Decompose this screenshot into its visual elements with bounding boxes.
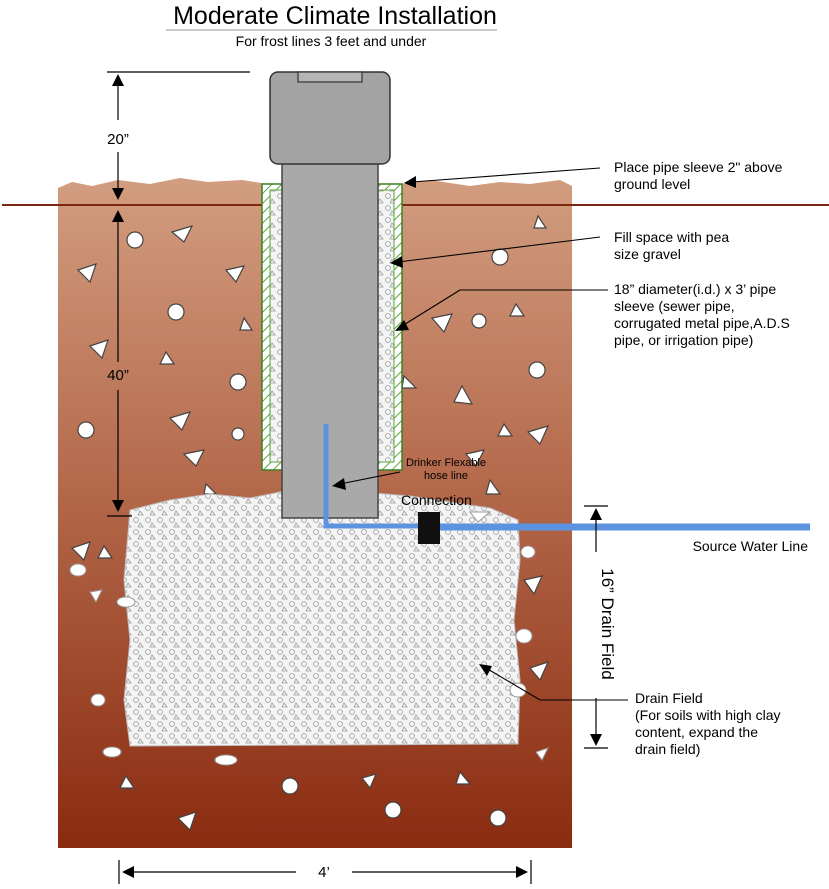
- callout-leaders: [332, 167, 628, 701]
- callout-gravel-1: Fill space with pea: [614, 229, 729, 245]
- callout-sleeve-3: corrugated metal pipe,A.D.S: [614, 315, 790, 331]
- connection-fitting: [418, 512, 440, 544]
- dim-40-arrow-up: [112, 210, 124, 222]
- dim-20-arrow-down: [112, 188, 124, 200]
- drinker-lid: [297, 71, 363, 83]
- callout-connection: Connection: [401, 492, 472, 508]
- drain-field-gravel: [123, 489, 521, 747]
- callout-drain-3: content, expand the: [635, 724, 758, 740]
- drinker-hose-line: [323, 424, 422, 529]
- callout-drain-2: (For soils with high clay: [635, 707, 781, 723]
- dim-20-label: 20”: [107, 131, 129, 148]
- callout-sleeve-4: pipe, or irrigation pipe): [614, 332, 753, 348]
- callout-hose-1: Drinker Flexable: [406, 457, 486, 469]
- callout-gravel-2: size gravel: [614, 246, 681, 262]
- page-subtitle: For frost lines 3 feet and under: [236, 33, 427, 49]
- dim-20-arrow-up: [112, 74, 124, 86]
- callout-sleeve-above-2: ground level: [614, 176, 690, 192]
- callout-drain-4: drain field): [635, 741, 700, 757]
- dim-40-label: 40”: [107, 367, 129, 384]
- drain-field-edge-stones: [69, 511, 549, 766]
- dim-width-arrow-left: [122, 866, 134, 878]
- dim-drain-arrow-up: [590, 508, 602, 520]
- dim-width-label: 4’: [318, 864, 330, 881]
- drinker-head: [269, 71, 391, 165]
- dim-drain-label: 16” Drain Field: [598, 568, 617, 680]
- callout-drain-1: Drain Field: [635, 690, 703, 706]
- dim-40-arrow-down: [112, 500, 124, 512]
- page-title: Moderate Climate Installation: [173, 2, 497, 30]
- callout-sleeve-2: sleeve (sewer pipe,: [614, 298, 735, 314]
- callout-sleeve-above-1: Place pipe sleeve 2" above: [614, 159, 783, 175]
- drinker-pipe: [281, 161, 379, 519]
- callout-sleeve-1: 18” diameter(i.d.) x 3’ pipe: [614, 281, 776, 297]
- callout-source-water: Source Water Line: [693, 538, 809, 554]
- callout-hose-2: hose line: [424, 470, 468, 482]
- dim-width-arrow-right: [516, 866, 528, 878]
- dim-drain-arrow-down: [590, 734, 602, 746]
- soil-rocks: [70, 214, 550, 832]
